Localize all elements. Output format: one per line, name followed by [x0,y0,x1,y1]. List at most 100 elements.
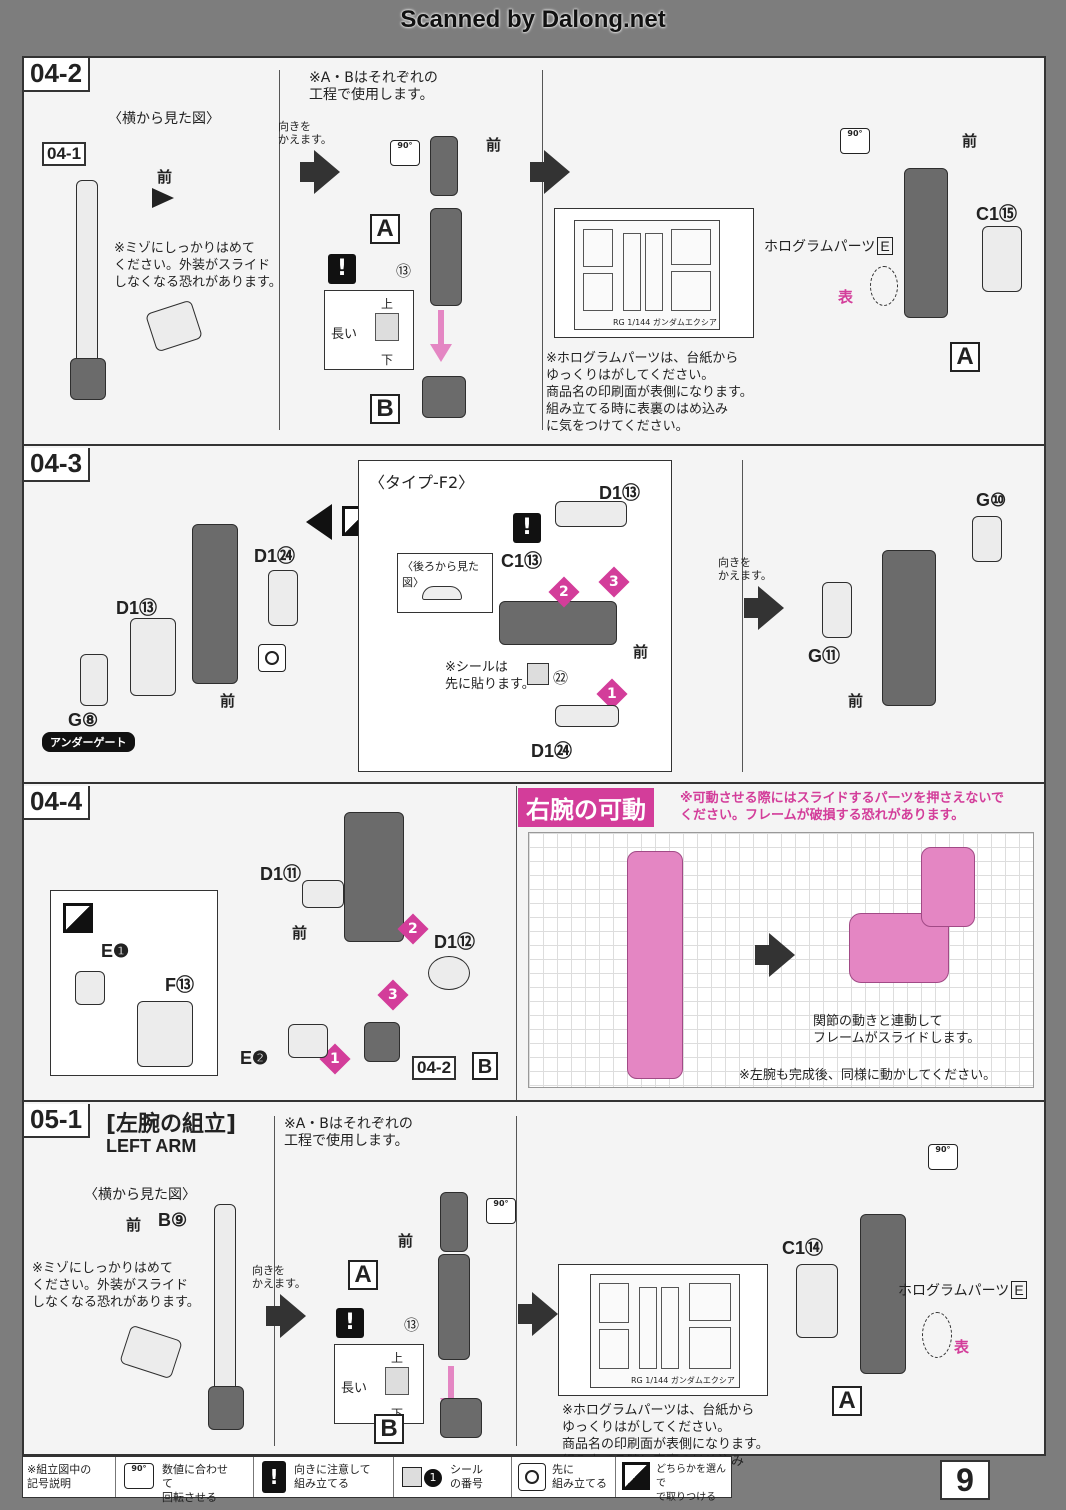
part-d1-24-shape [555,705,619,727]
part-d1-24-label: D1㉔ [254,546,296,566]
front-label: 前 [486,137,502,154]
side-view-label: 〈横から見た図〉 [84,1186,196,1202]
next-arrow-icon [744,586,784,630]
legend-rotate-text: 数値に合わせて 回転させる [162,1463,228,1504]
step-tag: 04-4 [24,786,91,820]
runner-slot [645,233,663,311]
sticker-number: ⑬ [396,263,412,280]
runner-slot [583,229,613,267]
face-label: 表 [838,289,854,306]
first-assemble-icon [258,644,286,672]
divider [542,70,543,430]
legend-sticker: 1 シール の番号 [393,1457,503,1497]
hand-sub-part [422,376,466,418]
front-label: 前 [220,693,236,710]
ab-note: ※A・Bはそれぞれの 工程で使用します。 [309,70,438,103]
upper-arm-part [440,1192,468,1252]
divider [516,1116,517,1446]
runner-slot [689,1283,731,1321]
hologram-part-shape [870,266,898,306]
runner-slot [583,273,613,311]
next-arrow-icon [300,150,340,194]
arm-assembly-part [192,524,238,684]
front-arrow-icon [152,188,174,208]
part-e1-label: E❶ [101,941,130,961]
hologram-note: ※ホログラムパーツは、台紙から ゆっくりはがしてください。 商品名の印刷面が表側… [546,351,753,434]
front-label: 前 [157,169,173,186]
orientation-box: 長い 上 下 [334,1344,424,1424]
runner-slot [599,1329,629,1369]
runner-slot [623,233,641,311]
movable-title: 右腕の可動 [518,788,654,827]
sticker-shape [375,313,399,341]
runner-name: RG 1/144 ガンダムエクシア [631,1376,735,1385]
runner-name: RG 1/144 ガンダムエクシア [613,318,717,327]
hologram-runner: RG 1/144 ガンダムエクシア [590,1274,740,1388]
part-d1-13-label: D1⑬ [599,483,641,503]
hand-f13-shape [137,1001,193,1067]
step-b-label: B [472,1052,498,1080]
turn-note: 向きを かえます。 [718,556,772,582]
front-label: 前 [633,644,649,661]
arm-assembly-part [860,1214,906,1374]
step-tag: 05-1 [24,1104,91,1138]
front-label: 前 [962,133,978,150]
hand-part [208,1386,244,1430]
step-tag: 04-3 [24,448,91,482]
step-a-label: A [950,342,980,372]
hologram-runner: RG 1/144 ガンダムエクシア [574,220,720,330]
sticker-icon [402,1467,422,1487]
caution-icon: ! [328,254,356,284]
choose-icon [63,903,93,933]
page-number: 9 [940,1460,990,1500]
step-04-4: 04-4 D1⑪ 前 D1⑫ 2 3 1 E❶ F⑬ E❷ 04-2 B 右腕の… [24,786,1044,1102]
part-g8-shape [80,654,108,706]
legend-first-text: 先に 組み立てる [552,1463,607,1490]
legend-orient-text: 向きに注意して 組み立てる [294,1463,371,1490]
ref-step-tag: 04-2 [412,1056,457,1080]
step-3-marker: 3 [377,979,409,1011]
legend-choose-text: どちらかを選んで で取りつける [656,1464,726,1503]
left-arm-note: ※左腕も完成後、同様に動かしてください。 [739,1068,997,1083]
step-04-2: 04-2 〈横から見た図〉 04-1 前 ※ミゾにしっかりはめて ください。外装… [24,58,1044,446]
part-d1-13-shape [555,501,627,527]
runner-slot [671,229,711,265]
arm-assembly-part [882,550,936,706]
bottom-label: 下 [381,353,394,367]
rotate-90-icon: 90° [486,1198,516,1224]
inner-frame-part [214,1204,236,1404]
legend-choose: どちらかを選んで で取りつける [615,1457,731,1503]
next-arrow-icon [755,933,795,977]
legend-rotate: 90° 数値に合わせて 回転させる [115,1457,235,1504]
part-d1-12-label: D1⑫ [434,932,476,952]
ref-step-tag: 04-1 [42,142,87,166]
sticker-shape [527,663,549,685]
part-c1-shape [982,226,1022,292]
forearm-part [499,601,617,645]
caution-icon: ! [513,513,541,543]
arm-bent-lower-part [921,847,975,927]
upper-arm-part [430,136,458,196]
step-a-label: A [370,214,400,244]
legend-orient: ! 向きに注意して 組み立てる [253,1457,383,1497]
instruction-sheet: 04-2 〈横から見た図〉 04-1 前 ※ミゾにしっかりはめて ください。外装… [22,56,1046,1486]
next-arrow-icon [266,1294,306,1338]
part-b9-label: B⑨ [158,1210,188,1230]
divider [742,460,743,772]
sticker-number: ⑬ [404,1317,420,1334]
front-label: 前 [292,925,308,942]
hologram-part-letter: E [1011,1281,1027,1299]
orientation-box: 長い 上 下 [324,290,414,370]
next-arrow-icon [530,150,570,194]
first-assemble-icon [518,1463,546,1491]
choose-icon [622,1462,650,1490]
sticker-shape [385,1367,409,1395]
front-label: 前 [126,1217,142,1234]
type-f2-label: 〈タイプ-F2〉 [369,473,475,492]
front-label: 前 [398,1233,414,1250]
top-label: 上 [391,1351,404,1365]
sticker-first-note: ※シールは 先に貼ります。 [445,660,535,692]
arm-assembly-part [904,168,948,318]
outer-armor-part [119,1324,183,1380]
part-f13-label: F⑬ [165,975,194,995]
